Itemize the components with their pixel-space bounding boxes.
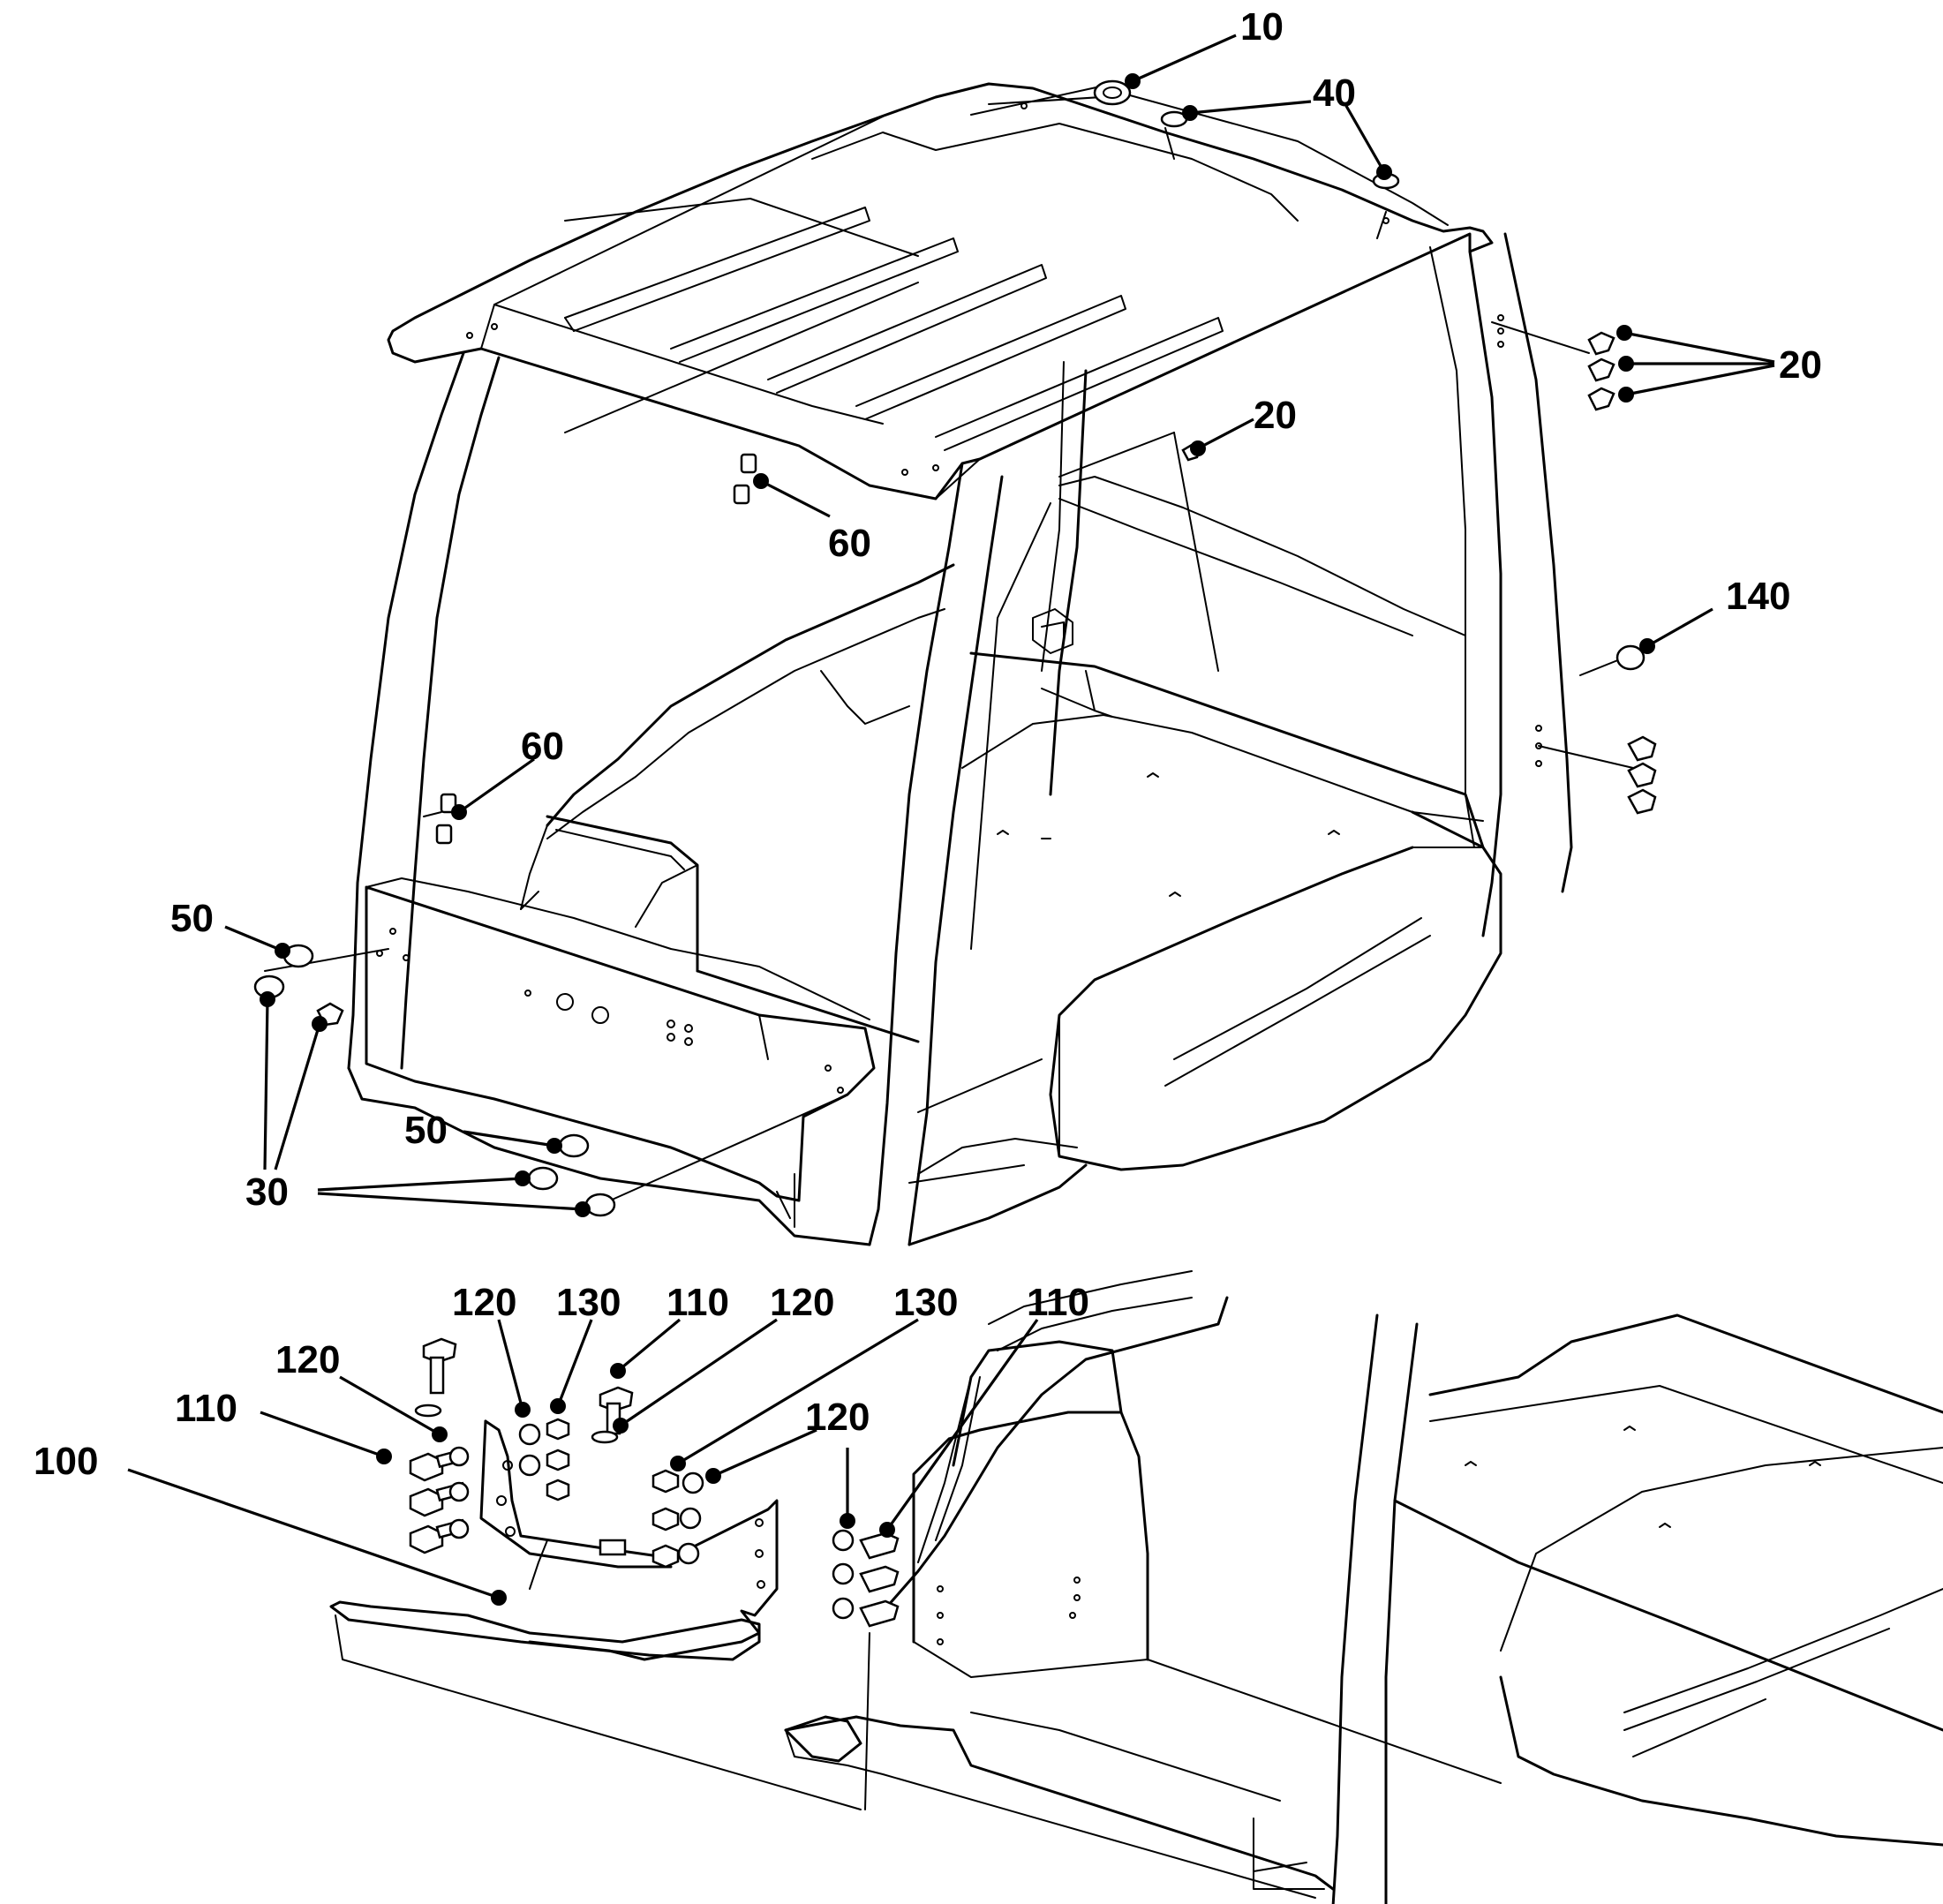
callout-label: 120	[805, 1396, 870, 1439]
bolt-stack-left	[409, 1446, 470, 1554]
callout-label: 120	[770, 1281, 834, 1324]
callout-label: 110	[175, 1387, 237, 1430]
nut-stack-right	[651, 1469, 704, 1569]
cab-fasteners	[253, 79, 1657, 1217]
callout-label: 50	[170, 897, 214, 940]
callout-label: 140	[1726, 575, 1790, 618]
clip-60-parts	[423, 453, 757, 845]
chassis-drawing	[784, 1270, 1943, 1904]
callout-label: 100	[34, 1440, 98, 1483]
fastener-50-30-parts	[253, 944, 616, 1217]
callout-label: 130	[556, 1281, 621, 1324]
nut-stack-center	[518, 1418, 570, 1501]
callout-label: 50	[404, 1109, 448, 1152]
callout-label: 20	[1254, 394, 1297, 437]
callout-label: 40	[1313, 71, 1356, 115]
callout-label: 30	[245, 1170, 289, 1214]
callout-label: 110	[1027, 1281, 1089, 1324]
clip-20-parts	[1181, 331, 1615, 462]
callout-label: 120	[452, 1281, 516, 1324]
bolt-stack-right	[832, 1529, 900, 1628]
callout-label: 110	[666, 1281, 729, 1324]
grommet-10-part	[1093, 79, 1132, 106]
callout-label: 60	[828, 522, 871, 565]
bolt-top-parts	[414, 1337, 634, 1444]
callout-label: 10	[1240, 5, 1284, 49]
callout-leaders	[127, 34, 1775, 1606]
bracket-slot	[599, 1539, 627, 1556]
rear-clips	[1627, 735, 1657, 815]
cab-frame-drawing	[264, 82, 1634, 1246]
callout-label: 60	[521, 725, 564, 768]
callout-label: 120	[275, 1338, 340, 1381]
bracket-assembly-drawing	[329, 1337, 900, 1810]
callout-label: 130	[893, 1281, 958, 1324]
cap-140-part	[1615, 644, 1646, 671]
callout-labels: 10 40 20 20 60 140 60 50 50 30 120 130 1…	[34, 5, 1822, 1483]
callout-label: 20	[1779, 343, 1822, 387]
